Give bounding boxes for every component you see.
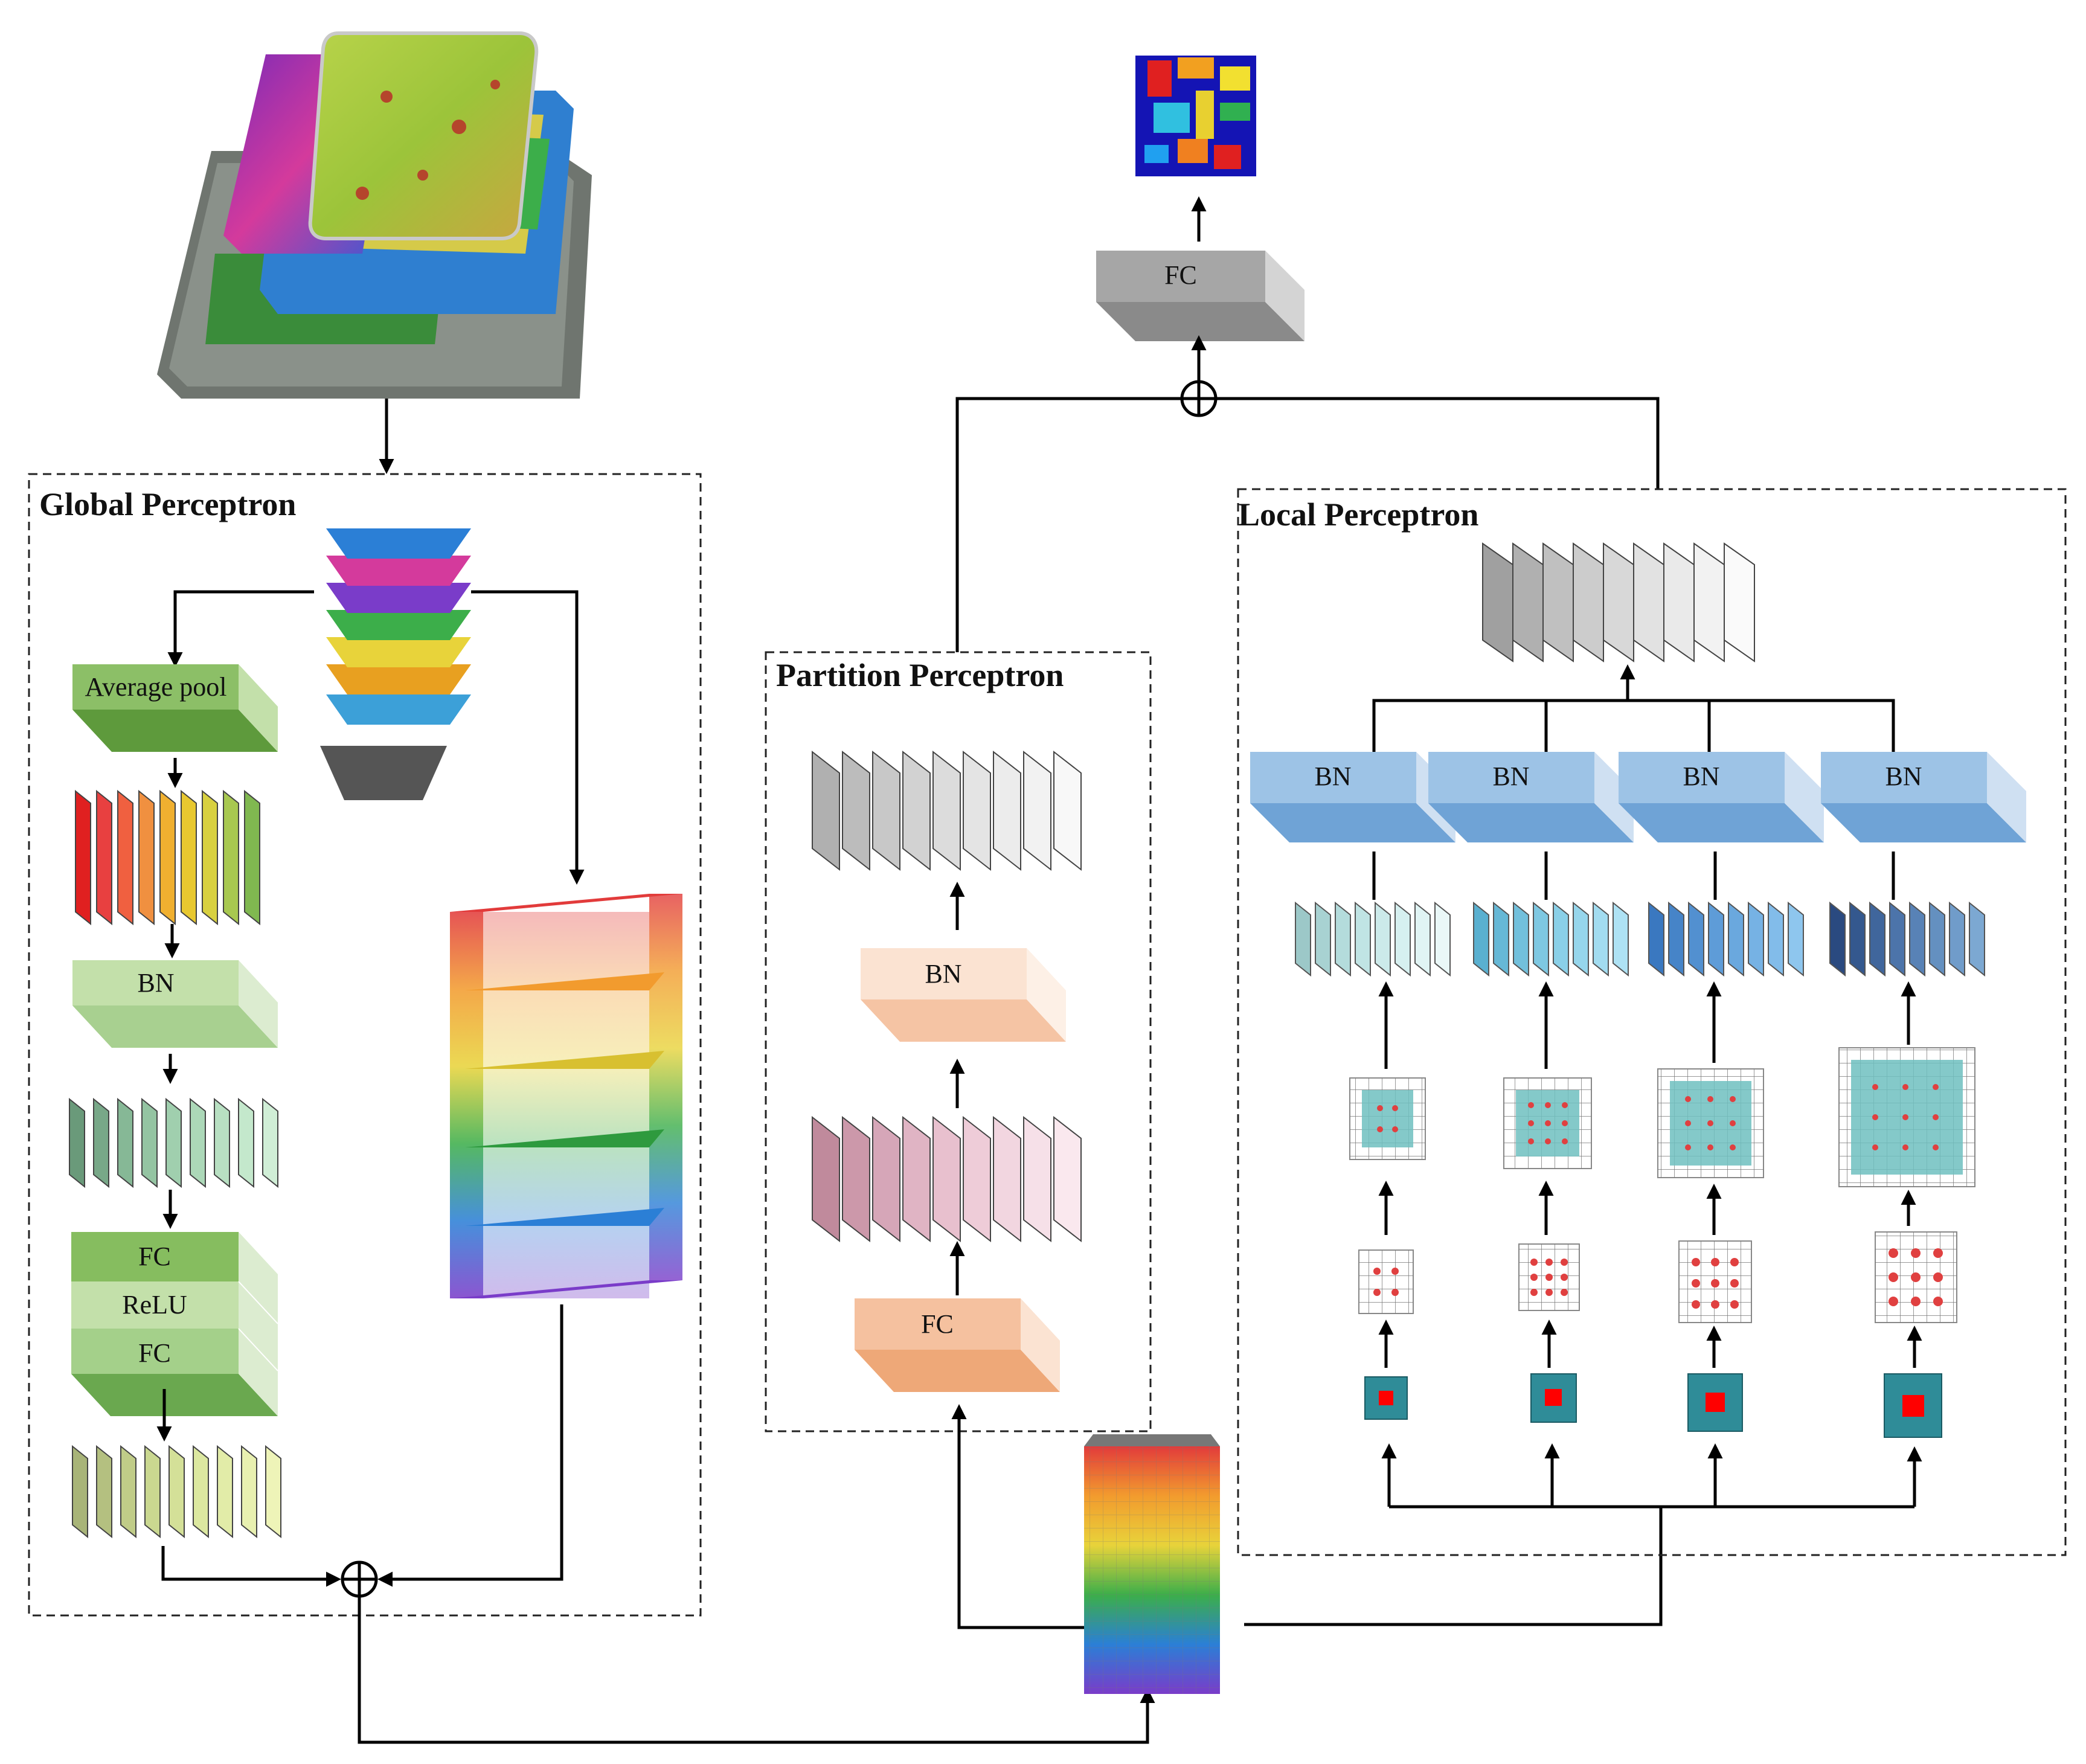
partition-pink-feature-maps: [812, 1115, 1082, 1243]
local-base-kernel-3: [1687, 1373, 1743, 1432]
local-kernel-grid-large-2: [1503, 1077, 1592, 1169]
green-feature-maps: [69, 1097, 278, 1188]
classification-map-icon: [1135, 56, 1256, 176]
local-bn-label-4: BN: [1885, 762, 1922, 791]
partition-perceptron-title: Partition Perceptron: [776, 657, 1064, 693]
local-output-feature-maps: [1482, 542, 1755, 662]
global-bn-label: BN: [137, 968, 174, 998]
local-base-kernel-1: [1364, 1376, 1408, 1420]
global-fc2-label: FC: [138, 1338, 171, 1368]
global-fc-relu-fc-block: FC ReLU FC: [71, 1232, 278, 1416]
partition-gray-feature-maps: [812, 750, 1082, 871]
local-bn-label-3: BN: [1683, 762, 1719, 791]
global-sum-node: [341, 1560, 378, 1598]
partition-bn-label: BN: [925, 959, 961, 989]
top-sum-node: [1180, 380, 1218, 417]
local-perceptron-panel: [1237, 488, 2067, 1556]
global-bn-block: BN: [72, 960, 278, 1048]
local-bn-block-1: BN: [1250, 752, 1455, 842]
local-bn-block-2: BN: [1428, 752, 1634, 842]
spectral-layer-stack-icon: [320, 528, 471, 800]
local-dilation-grid-2: [1518, 1243, 1580, 1311]
local-dilation-grid-3: [1678, 1240, 1752, 1323]
rainbow-cube-icon: [450, 894, 682, 1298]
local-feature-maps-2: [1473, 901, 1629, 977]
local-base-kernel-4: [1884, 1373, 1942, 1438]
hsi-cube-icon: [1084, 1434, 1220, 1694]
partition-fc-block: FC: [855, 1298, 1060, 1392]
global-perceptron-title: Global Perceptron: [39, 486, 296, 522]
partition-fc-label: FC: [921, 1309, 954, 1339]
local-bn-label-1: BN: [1314, 762, 1351, 791]
yellow-green-feature-maps: [72, 1445, 281, 1539]
local-feature-maps-4: [1829, 901, 1985, 977]
rainbow-feature-maps: [75, 789, 260, 926]
local-kernel-grid-large-1: [1349, 1077, 1426, 1160]
local-kernel-grid-large-4: [1838, 1047, 1975, 1187]
local-bn-label-2: BN: [1492, 762, 1529, 791]
global-relu-label: ReLU: [122, 1290, 187, 1320]
partition-perceptron-panel: [765, 651, 1152, 1432]
local-bn-block-4: BN: [1821, 752, 2026, 842]
local-perceptron-title: Local Perceptron: [1238, 496, 1478, 533]
local-dilation-grid-4: [1875, 1231, 1957, 1323]
local-bn-block-3: BN: [1619, 752, 1824, 842]
global-fc1-label: FC: [138, 1242, 171, 1271]
top-fc-block: FC: [1096, 251, 1305, 341]
local-dilation-grid-1: [1358, 1249, 1414, 1314]
local-base-kernel-2: [1530, 1373, 1577, 1423]
input-image-stack-icon: [157, 31, 592, 399]
average-pool-label: Average pool: [85, 672, 227, 702]
local-feature-maps-1: [1295, 901, 1451, 977]
partition-bn-block: BN: [861, 948, 1066, 1042]
local-kernel-grid-large-3: [1657, 1068, 1764, 1178]
average-pool-block: Average pool: [72, 664, 278, 752]
top-fc-label: FC: [1164, 260, 1197, 290]
global-perceptron-panel: [28, 473, 702, 1617]
local-feature-maps-3: [1648, 901, 1804, 977]
